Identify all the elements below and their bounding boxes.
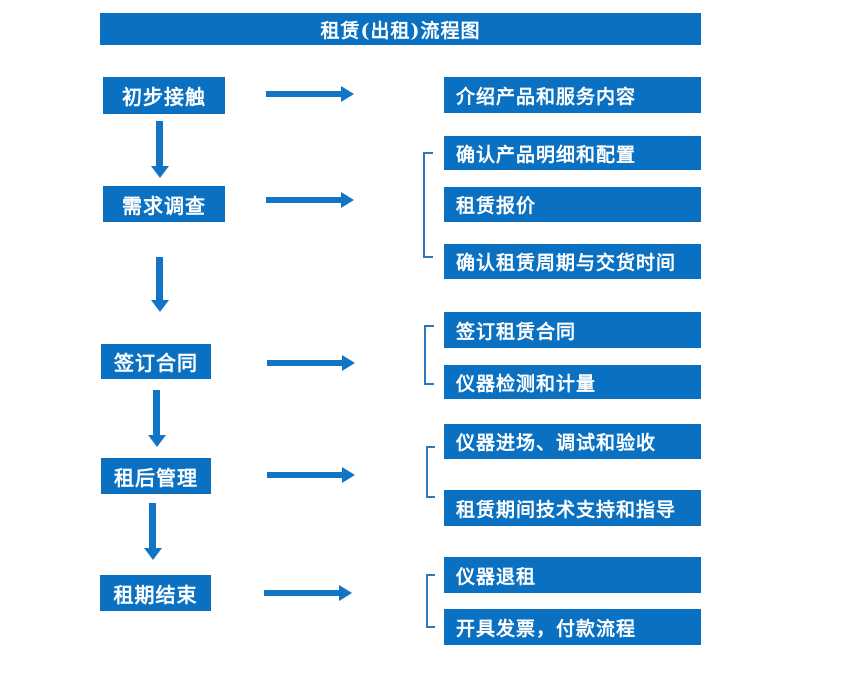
- arrow-shaft: [267, 472, 342, 478]
- arrow-head-icon: [341, 86, 354, 102]
- arrow-shaft: [266, 197, 341, 203]
- arrow-head-icon: [144, 548, 162, 560]
- detail-box-confirm-product-details: 确认产品明细和配置: [444, 136, 701, 170]
- arrow-right-3: [267, 355, 355, 371]
- bracket-group-demand-survey: [423, 152, 433, 258]
- detail-box-instrument-testing: 仪器检测和计量: [444, 365, 701, 399]
- stage-box-initial-contact: 初步接触: [103, 77, 225, 114]
- arrow-down-3: [148, 390, 166, 447]
- arrow-head-icon: [339, 585, 352, 601]
- stage-box-sign-contract: 签订合同: [101, 344, 211, 379]
- arrow-right-2: [266, 192, 354, 208]
- arrow-shaft: [156, 121, 163, 166]
- arrow-shaft: [149, 503, 156, 548]
- arrow-down-1: [151, 121, 169, 178]
- arrow-right-5: [264, 585, 352, 601]
- arrow-shaft: [264, 590, 339, 596]
- arrow-shaft: [156, 257, 163, 300]
- arrow-head-icon: [341, 192, 354, 208]
- stage-box-demand-survey: 需求调查: [103, 186, 225, 222]
- stage-box-rental-end: 租期结束: [100, 575, 211, 611]
- detail-box-technical-support: 租赁期间技术支持和指导: [444, 490, 701, 526]
- arrow-head-icon: [148, 435, 166, 447]
- arrow-down-2: [151, 257, 169, 312]
- arrow-head-icon: [342, 467, 355, 483]
- detail-box-confirm-period-delivery: 确认租赁周期与交货时间: [444, 244, 701, 279]
- arrow-head-icon: [151, 300, 169, 312]
- bracket-group-post-rental: [426, 446, 435, 498]
- bracket-group-rental-end: [426, 574, 435, 628]
- arrow-right-1: [266, 86, 354, 102]
- detail-box-sign-rental-contract: 签订租赁合同: [444, 312, 701, 348]
- detail-box-instrument-setup-acceptance: 仪器进场、调试和验收: [444, 424, 701, 459]
- detail-box-instrument-return: 仪器退租: [444, 557, 701, 593]
- stage-box-post-rental-management: 租后管理: [101, 458, 211, 494]
- arrow-shaft: [153, 390, 160, 435]
- arrow-head-icon: [151, 166, 169, 178]
- detail-box-rental-quotation: 租赁报价: [444, 187, 701, 222]
- detail-box-invoice-payment: 开具发票，付款流程: [444, 609, 701, 645]
- arrow-shaft: [266, 91, 341, 97]
- arrow-down-4: [144, 503, 162, 560]
- arrow-right-4: [267, 467, 355, 483]
- flowchart-title: 租赁(出租)流程图: [100, 13, 701, 45]
- bracket-group-sign-contract: [424, 325, 434, 385]
- detail-box-introduce-products: 介绍产品和服务内容: [444, 77, 701, 113]
- arrow-head-icon: [342, 355, 355, 371]
- arrow-shaft: [267, 360, 342, 366]
